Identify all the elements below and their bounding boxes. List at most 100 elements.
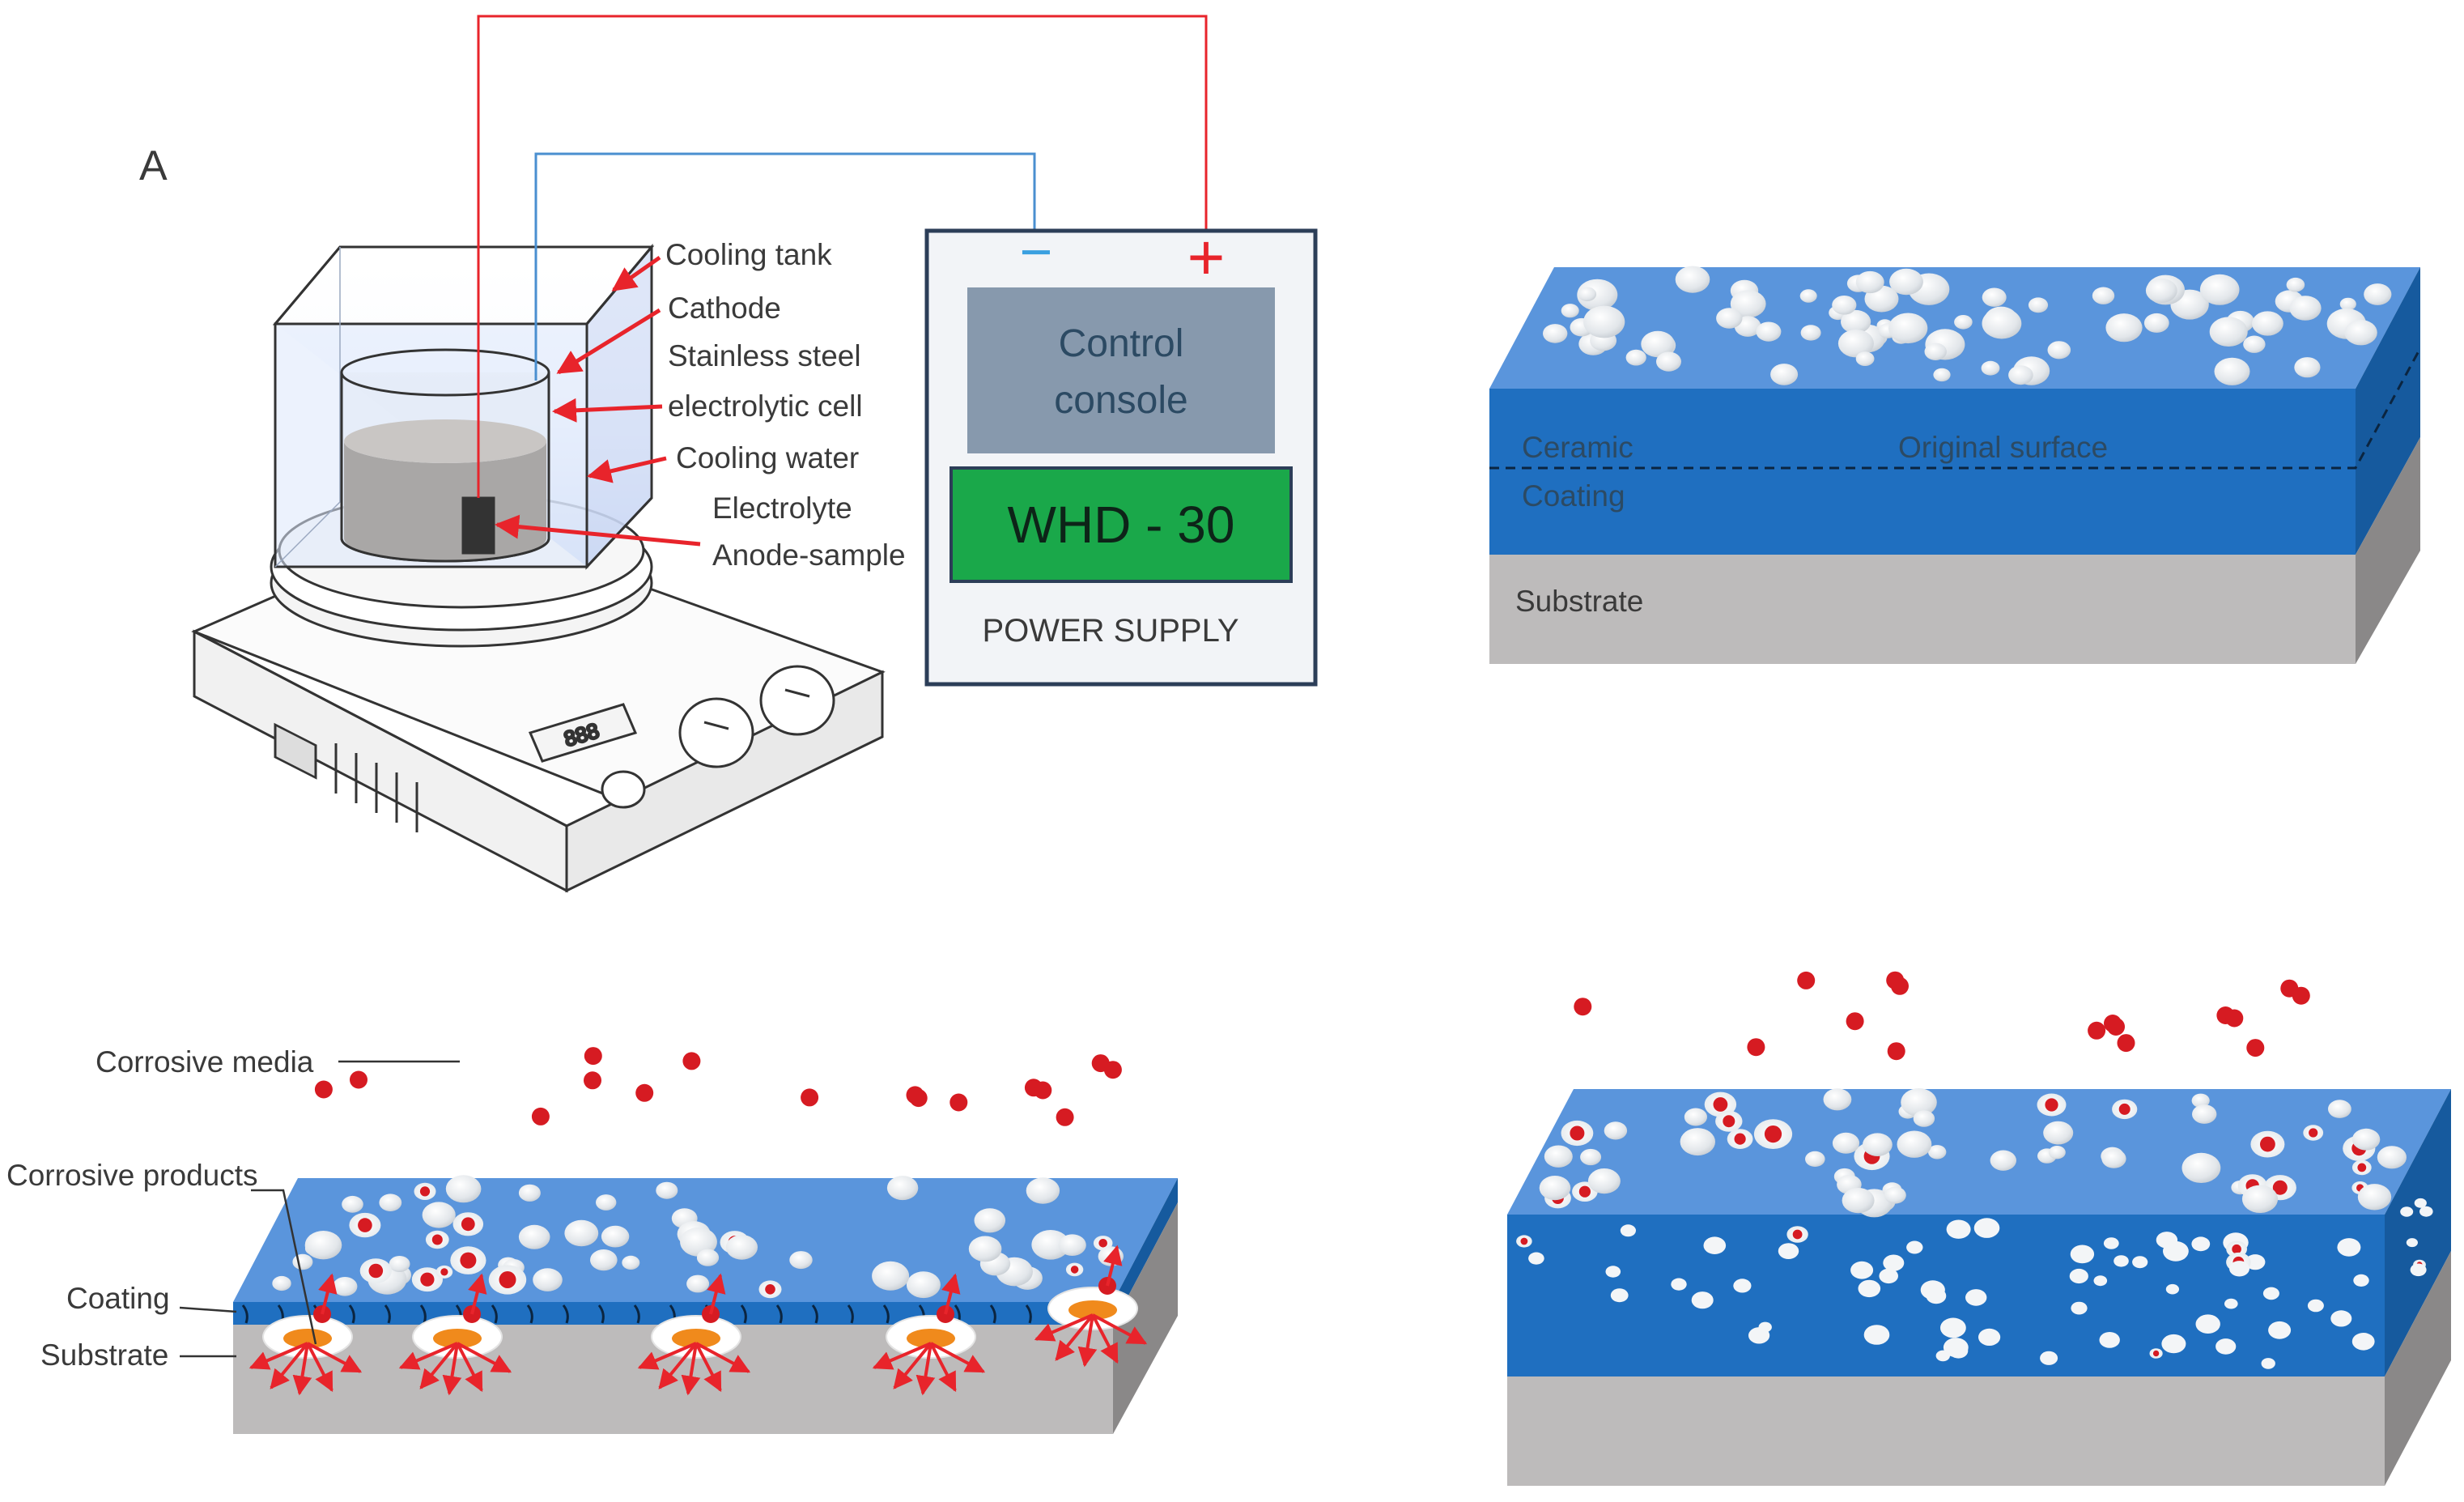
knob-right — [759, 665, 835, 736]
pore — [2377, 1146, 2407, 1169]
label-ceramic: Ceramic — [1522, 431, 1633, 464]
corrosive-media-particle — [1797, 971, 1816, 989]
pore — [1855, 351, 1875, 366]
corrosive-particle — [1734, 1133, 1746, 1145]
crack — [740, 1304, 747, 1324]
pore — [1671, 1278, 1687, 1291]
corrosive-particle — [420, 1272, 435, 1287]
wires — [477, 15, 1208, 498]
pore — [2043, 1121, 2074, 1145]
pore — [596, 1194, 617, 1211]
small-knob — [601, 770, 646, 809]
pore — [2028, 297, 2049, 313]
pore — [1675, 266, 1710, 293]
pore — [1982, 287, 2007, 307]
pore — [2241, 1185, 2279, 1214]
corrosive-media-particle — [2104, 1015, 2122, 1032]
corrosion-pits — [249, 1245, 1148, 1396]
label-cooling-water: Cooling water — [676, 441, 859, 474]
corrosive-media-particle — [314, 1080, 333, 1099]
pore — [1879, 1268, 1898, 1284]
pore — [2092, 287, 2115, 304]
corrosive-media-particle — [584, 1071, 601, 1090]
pore — [1778, 1243, 1799, 1259]
pore — [2286, 277, 2305, 292]
pore — [1855, 270, 1884, 294]
pore — [1924, 343, 1947, 360]
corrosive-media-particle — [949, 1093, 968, 1112]
corrosive-particle — [1713, 1097, 1728, 1112]
pore — [1587, 1168, 1621, 1194]
pore — [1543, 324, 1568, 343]
pore — [886, 1176, 919, 1201]
label-anode-sample: Anode-sample — [712, 538, 906, 572]
pore — [2229, 1261, 2249, 1277]
pore — [379, 1194, 402, 1211]
corrosion-pit — [637, 1273, 751, 1396]
pore — [1583, 305, 1625, 338]
crack — [491, 1304, 498, 1324]
corrosive-particle — [1723, 1115, 1735, 1128]
corrosive-media-particle — [1886, 971, 1905, 989]
crack — [348, 1304, 355, 1324]
pore — [2069, 1268, 2088, 1284]
pore — [1863, 1325, 1890, 1345]
pore — [696, 1249, 720, 1266]
pore — [1935, 1350, 1950, 1362]
corrosive-media-particle — [2292, 986, 2310, 1005]
pore — [2161, 1334, 2186, 1354]
pore — [974, 1208, 1006, 1233]
pore — [2224, 1298, 2238, 1309]
corrosion-pit — [872, 1273, 986, 1396]
pore — [1604, 1121, 1628, 1140]
surface-pores — [272, 1175, 1124, 1299]
pore — [333, 1277, 358, 1296]
pore — [2105, 313, 2143, 343]
corrosive-particle — [1764, 1125, 1782, 1143]
pore — [1901, 1088, 1937, 1117]
pore — [1026, 1177, 1060, 1204]
model-display — [949, 466, 1293, 583]
knob-left — [678, 697, 754, 768]
pore — [2047, 341, 2071, 360]
pore — [2070, 1245, 2095, 1264]
corrosive-particle — [368, 1263, 384, 1279]
pore — [1990, 1150, 2016, 1171]
corrosive-particle — [1070, 1266, 1079, 1274]
corrosive-media-particle — [531, 1107, 550, 1125]
pore — [1883, 1254, 1905, 1271]
corrosive-media-particle — [2246, 1039, 2265, 1057]
pore — [272, 1275, 291, 1291]
crack — [597, 1304, 605, 1324]
corrosive-particle — [358, 1218, 372, 1232]
heater-display: 888 — [528, 703, 638, 763]
crack — [847, 1304, 854, 1324]
svg-text:console: console — [1054, 379, 1187, 422]
pore — [1799, 289, 1817, 303]
pore — [2048, 1146, 2066, 1159]
corrosive-particle — [1570, 1125, 1585, 1141]
pore — [1680, 1128, 1715, 1156]
pore — [2103, 1237, 2119, 1249]
corrosive-media-particle — [906, 1086, 924, 1104]
crack — [526, 1304, 533, 1324]
pore — [2351, 1333, 2375, 1351]
pore — [1933, 368, 1951, 382]
pore — [1605, 1266, 1621, 1278]
corrosive-particle — [2272, 1180, 2288, 1195]
pore — [1610, 1288, 1629, 1303]
pore — [1544, 1145, 1573, 1168]
pore — [1578, 287, 1597, 302]
pore — [1842, 1188, 1875, 1214]
pore — [1913, 1110, 1935, 1127]
surface-pores — [1543, 266, 2392, 385]
pore — [2099, 1332, 2120, 1348]
pore — [656, 1181, 678, 1199]
pore — [601, 1225, 630, 1248]
pore — [2252, 311, 2283, 336]
pore — [1897, 1130, 1932, 1158]
pore — [1561, 304, 1579, 318]
crack — [633, 1304, 640, 1324]
pore — [2400, 1206, 2414, 1217]
corrosive-particle — [1098, 1239, 1107, 1248]
